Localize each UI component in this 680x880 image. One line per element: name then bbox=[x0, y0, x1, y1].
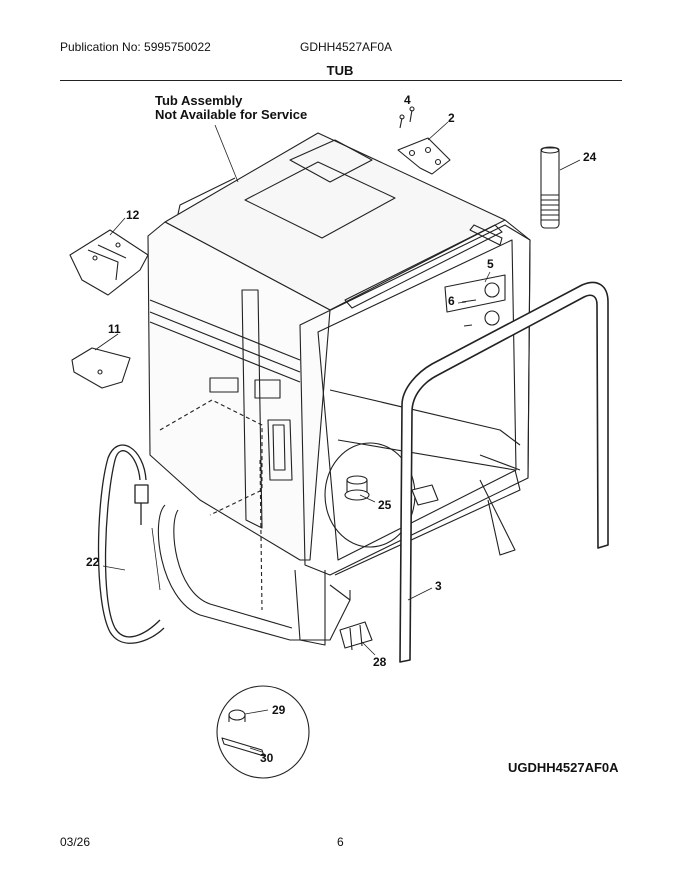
leader-lines bbox=[94, 121, 581, 753]
callout-25: 25 bbox=[378, 498, 392, 512]
screws-part-4 bbox=[399, 106, 415, 129]
callout-6: 6 bbox=[448, 294, 455, 308]
callout-11: 11 bbox=[108, 322, 121, 336]
vent-tube-part-24 bbox=[540, 146, 560, 229]
tub-assembly-note-line2: Not Available for Service bbox=[155, 107, 308, 122]
callout-3: 3 bbox=[435, 579, 442, 593]
tub-body bbox=[147, 132, 531, 646]
hinge-part-12 bbox=[69, 229, 149, 296]
callout-2: 2 bbox=[448, 111, 455, 125]
callout-22: 22 bbox=[86, 555, 100, 569]
model-number: GDHH4527AF0A bbox=[300, 40, 393, 54]
inlet-parts-5-6 bbox=[444, 274, 506, 327]
callout-28: 28 bbox=[373, 655, 387, 669]
drain-hose-part-22 bbox=[97, 444, 165, 644]
callout-30: 30 bbox=[260, 751, 274, 765]
callout-12: 12 bbox=[126, 208, 140, 222]
callout-29: 29 bbox=[272, 703, 286, 717]
header-rule bbox=[60, 80, 622, 81]
door-gasket-part-3 bbox=[399, 281, 609, 663]
tub-assembly-note-line1: Tub Assembly bbox=[155, 93, 243, 108]
detail-circle bbox=[216, 685, 310, 779]
callout-24: 24 bbox=[583, 150, 597, 164]
footer-date: 03/26 bbox=[60, 835, 91, 849]
callout-4: 4 bbox=[404, 93, 411, 107]
section-title: TUB bbox=[326, 63, 354, 78]
page-number: 6 bbox=[337, 835, 344, 849]
bracket-part-2 bbox=[397, 137, 451, 175]
center-nut-part-25 bbox=[344, 475, 439, 506]
diagram-code: UGDHH4527AF0A bbox=[508, 760, 619, 775]
publication-number: Publication No: 5995750022 bbox=[60, 40, 211, 54]
bracket-part-11 bbox=[71, 347, 131, 389]
callout-5: 5 bbox=[487, 257, 494, 271]
latch-part-28 bbox=[339, 621, 373, 651]
